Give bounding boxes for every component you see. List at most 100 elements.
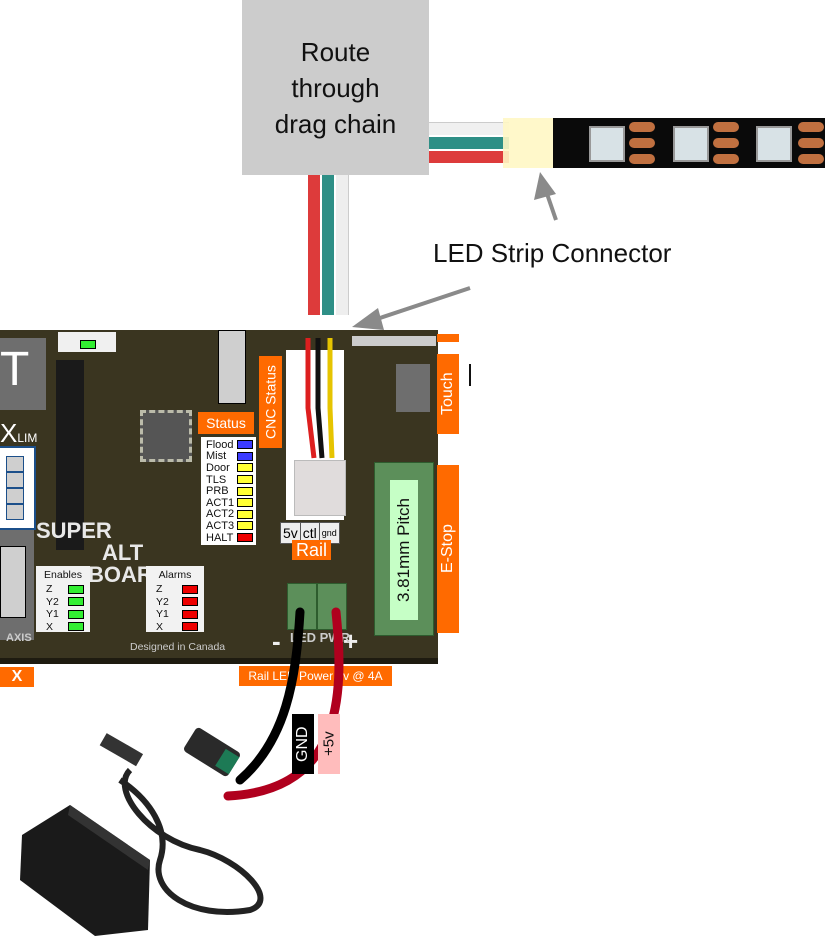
x-tab-label: X — [0, 667, 34, 687]
solder-pad — [798, 138, 824, 148]
status-row: HALT — [206, 532, 253, 544]
status-led — [237, 498, 253, 508]
board-name-line-1: SUPER — [36, 518, 112, 543]
led-chip — [589, 126, 625, 162]
lim-text: LIM — [17, 431, 38, 445]
power-plus: + — [343, 626, 359, 656]
power-supply-face — [68, 805, 150, 870]
led-strip-connector — [503, 118, 555, 168]
status-label: Door — [206, 461, 230, 474]
status-row: ACT2 — [206, 508, 253, 521]
strip-cable-vertical — [308, 175, 352, 315]
alarms-led — [182, 622, 198, 632]
pin-cell — [6, 472, 24, 488]
status-row: PRB — [206, 485, 253, 497]
led-strip-connector-label: LED Strip Connector — [433, 238, 672, 268]
enables-title: Enables — [44, 569, 82, 581]
status-led — [237, 475, 253, 485]
status-row: ACT1 — [206, 497, 253, 509]
alarms-row: Z — [146, 583, 204, 596]
pin-cell — [6, 456, 24, 472]
rail-pin-ctl: ctl — [301, 523, 320, 543]
barrel-plug — [99, 733, 144, 767]
plus5v-wire-label-text: +5v — [320, 731, 338, 757]
rail-cable-wires — [305, 338, 335, 459]
status-label: ACT1 — [206, 496, 235, 509]
strip-cable-horizontal — [429, 122, 509, 164]
alarms-label: Z — [156, 583, 163, 596]
x-lim-x: X — [0, 418, 18, 448]
led-chip — [756, 126, 792, 162]
enables-row: Y2 — [36, 596, 90, 609]
status-led — [237, 533, 253, 543]
plus5v-wire-label: +5v — [318, 714, 340, 774]
status-led — [237, 440, 253, 450]
status-label: ACT3 — [206, 519, 235, 532]
alarms-led — [182, 584, 198, 594]
board-name-line-2: ALT — [102, 540, 144, 565]
enables-led — [68, 597, 84, 607]
enables-led — [68, 584, 84, 594]
rail-label: Rail — [292, 540, 332, 560]
enables-label: Y2 — [46, 595, 59, 608]
status-label: TLS — [206, 473, 227, 486]
enables-label: Y1 — [46, 608, 59, 621]
pin-cell — [6, 504, 24, 520]
alarms-label: X — [156, 620, 164, 633]
designed-in-canada: Designed in Canada — [130, 641, 226, 653]
touch-label-top-stub — [437, 334, 459, 342]
touch-wire-stub — [469, 364, 471, 386]
top-indicator-led — [80, 340, 96, 349]
status-led — [237, 486, 253, 496]
rail-power-label: Rail LED Power 5v @ 4A — [239, 666, 392, 686]
enables-led — [68, 622, 84, 632]
driver-ic-column — [56, 360, 84, 550]
gnd-wire — [235, 607, 305, 785]
header-pins — [218, 330, 246, 404]
enables-label: X — [46, 620, 54, 633]
power-minus: - — [272, 626, 281, 656]
rail-pin-5v: 5v — [281, 523, 301, 543]
status-row: ACT3 — [206, 520, 253, 532]
usb-t-glyph: T — [0, 343, 30, 396]
alarms-title: Alarms — [158, 569, 192, 581]
status-row: Mist — [206, 450, 253, 462]
x-lim-label: XLIM — [0, 418, 37, 449]
alarms-row: X — [146, 621, 204, 634]
enables-row: X — [36, 621, 90, 634]
enables-row: Y1 — [36, 608, 90, 621]
status-row: TLS — [206, 474, 253, 486]
status-led — [237, 509, 253, 519]
status-label: HALT — [206, 531, 234, 544]
power-supply — [20, 733, 264, 936]
status-title: Status — [198, 412, 254, 434]
status-row: Door — [206, 462, 253, 474]
solder-pad — [629, 154, 655, 164]
usb-block — [0, 338, 46, 410]
route-through-drag-chain-box: Route through drag chain — [242, 0, 429, 175]
led-chip — [673, 126, 709, 162]
power-supply-cable — [118, 767, 264, 915]
solder-pad — [713, 154, 739, 164]
jst-connector — [294, 460, 346, 516]
solder-pad — [713, 138, 739, 148]
x-limit-connector — [0, 446, 36, 530]
arrow-head-strip — [534, 172, 556, 200]
top-gray-bar — [352, 336, 436, 346]
arrow-to-board-connector — [379, 286, 471, 320]
pin-cell — [6, 488, 24, 504]
rail-cable — [302, 338, 342, 460]
status-label: ACT2 — [206, 508, 235, 521]
alarms-row: Y2 — [146, 596, 204, 609]
led-strip — [553, 118, 825, 168]
solder-pad — [713, 122, 739, 132]
solder-pad — [629, 122, 655, 132]
solder-pad — [798, 122, 824, 132]
top-indicator-panel — [58, 332, 116, 352]
axis-pin-grid — [0, 546, 26, 618]
enables-row: Z — [36, 583, 90, 596]
mcu-chip — [140, 410, 192, 462]
axis-connector — [0, 530, 34, 640]
